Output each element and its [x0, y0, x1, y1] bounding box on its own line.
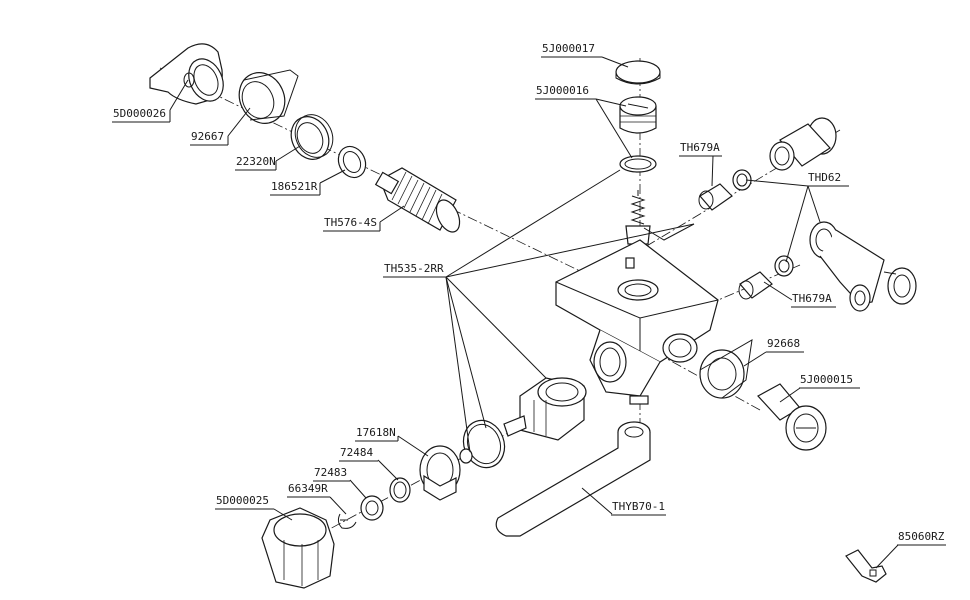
assembly-axes	[159, 58, 841, 546]
svg-text:THYB70-1: THYB70-1	[612, 500, 665, 513]
label-THYB70-1: THYB70-1	[611, 500, 666, 516]
label-5D000026: 5D000026	[112, 107, 171, 123]
svg-text:92667: 92667	[191, 130, 224, 143]
part-66349R-ering	[337, 513, 357, 529]
part-17618N-nut	[419, 445, 461, 501]
label-5J000016: 5J000016	[535, 84, 596, 100]
svg-text:5J000016: 5J000016	[536, 84, 589, 97]
part-5D000026-handle	[149, 43, 224, 105]
part-92668-cover	[699, 339, 753, 399]
label-92667: 92667	[190, 130, 229, 146]
label-72483: 72483	[313, 466, 350, 482]
part-THD62-lower	[809, 221, 917, 312]
label-66349R: 66349R	[287, 482, 330, 498]
part-THYB70-1-spout	[495, 421, 651, 537]
label-5J000015: 5J000015	[799, 373, 860, 389]
label-92668: 92668	[766, 337, 804, 353]
part-5D000025-knob	[261, 507, 335, 589]
label-72484: 72484	[339, 446, 378, 462]
part-TH535-2RR-cartridge	[503, 377, 587, 441]
svg-text:66349R: 66349R	[288, 482, 328, 495]
part-5J000016-plug	[619, 96, 657, 134]
label-TH679A-upper: TH679A	[679, 141, 722, 157]
part-72484-clip	[389, 477, 411, 503]
svg-text:5J000015: 5J000015	[800, 373, 853, 386]
svg-text:72483: 72483	[314, 466, 347, 479]
part-oring-cartridge	[459, 419, 506, 469]
svg-text:TH679A: TH679A	[792, 292, 832, 305]
label-5D000025: 5D000025	[215, 494, 274, 510]
svg-text:5J000017: 5J000017	[542, 42, 595, 55]
part-92667-cover	[238, 69, 299, 124]
part-valve-body	[555, 239, 719, 405]
svg-text:5D000025: 5D000025	[216, 494, 269, 507]
svg-text:186521R: 186521R	[271, 180, 318, 193]
svg-text:72484: 72484	[340, 446, 373, 459]
label-5J000017: 5J000017	[541, 42, 602, 58]
part-5J000015-handle	[757, 383, 827, 451]
part-72483-washer	[360, 495, 384, 521]
part-22320N-nut	[290, 114, 334, 160]
part-TH679A-upper	[698, 169, 752, 211]
svg-text:92668: 92668	[767, 337, 800, 350]
svg-text:85060RZ: 85060RZ	[898, 530, 945, 543]
part-oring-top	[619, 155, 657, 173]
svg-text:22320N: 22320N	[236, 155, 276, 168]
part-85060RZ-key	[845, 549, 887, 583]
label-22320N: 22320N	[235, 155, 277, 171]
svg-text:5D000026: 5D000026	[113, 107, 166, 120]
leader-lines	[169, 56, 899, 569]
label-TH679A-lower: TH679A	[791, 292, 836, 308]
svg-text:TH535-2RR: TH535-2RR	[384, 262, 444, 275]
label-THD62: THD62	[807, 171, 849, 187]
svg-text:TH679A: TH679A	[680, 141, 720, 154]
label-TH576-4S: TH576-4S	[323, 216, 381, 232]
label-17618N: 17618N	[355, 426, 399, 442]
part-THD62-upper	[769, 117, 837, 171]
svg-text:TH576-4S: TH576-4S	[324, 216, 377, 229]
svg-text:17618N: 17618N	[356, 426, 396, 439]
part-186521R-ring	[337, 145, 367, 179]
label-85060RZ: 85060RZ	[897, 530, 946, 546]
label-186521R: 186521R	[270, 180, 321, 196]
part-TH679A-lower	[738, 255, 794, 300]
label-TH535-2RR: TH535-2RR	[383, 262, 446, 278]
svg-text:THD62: THD62	[808, 171, 841, 184]
part-TH576-4S-cartridge	[374, 167, 461, 233]
